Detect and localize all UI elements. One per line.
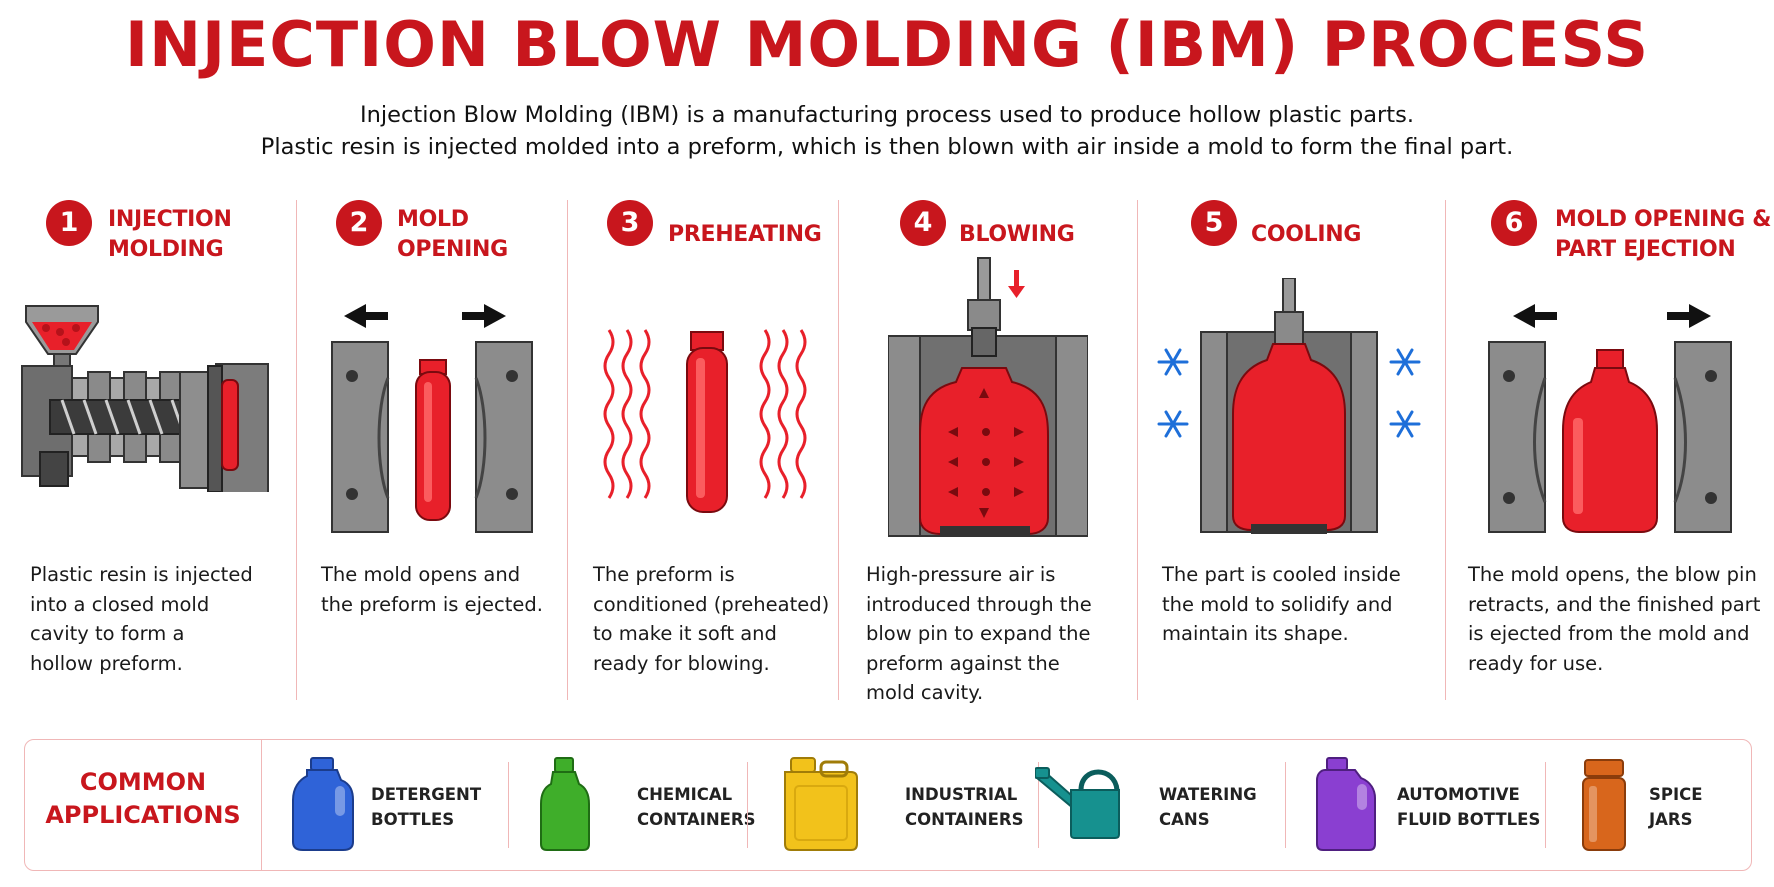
application-detergent-bottles: DETERGENT BOTTLES <box>291 740 531 870</box>
part-ejection-icon <box>1488 304 1732 533</box>
step-divider <box>838 200 839 700</box>
applications-header: COMMON APPLICATIONS <box>25 740 262 870</box>
application-label: SPICE JARS <box>1649 785 1703 829</box>
step-description: High-pressure air is introduced through … <box>866 563 1092 704</box>
step-name: MOLD OPENING <box>397 207 508 262</box>
step-divider <box>1137 200 1138 700</box>
step-name: COOLING <box>1251 222 1362 247</box>
application-divider <box>1038 762 1039 848</box>
heat-waves-icon <box>603 329 807 513</box>
step-mold-opening: 2 MOLD OPENING The mold opens and the pr… <box>296 200 567 700</box>
step-description: The part is cooled inside the mold to so… <box>1162 563 1401 645</box>
step-injection-molding: 1 INJECTION MOLDING Plastic resin is inj… <box>0 200 296 700</box>
step-number: 5 <box>1191 200 1237 246</box>
step-name: INJECTION MOLDING <box>108 207 232 262</box>
application-divider <box>747 762 748 848</box>
application-spice-jars: SPICE JARS <box>1579 740 1739 870</box>
application-automotive-fluid-bottles: AUTOMOTIVE FLUID BOTTLES <box>1315 740 1555 870</box>
application-divider <box>1285 762 1286 848</box>
step-name: PREHEATING <box>668 222 822 247</box>
step-preheating: 3 PREHEATING The preform is conditioned … <box>567 200 838 700</box>
application-divider <box>508 762 509 848</box>
application-watering-cans: WATERING CANS <box>1035 740 1295 870</box>
application-chemical-containers: CHEMICAL CONTAINERS <box>537 740 777 870</box>
fluid-bottle-icon <box>1316 757 1376 851</box>
common-applications-panel: COMMON APPLICATIONS DETERGENT BOTTLES CH… <box>24 739 1752 871</box>
spice-jar-icon <box>1582 759 1626 851</box>
blow-pin-icon <box>888 257 1088 537</box>
step-cooling: 5 COOLING The part is cooled inside the … <box>1137 200 1445 700</box>
application-label: CHEMICAL CONTAINERS <box>637 785 756 829</box>
step-divider <box>567 200 568 700</box>
step-name: MOLD OPENING & PART EJECTION <box>1555 207 1772 262</box>
application-label: INDUSTRIAL CONTAINERS <box>905 785 1024 829</box>
step-blowing: 4 BLOWING High-pressure air is introduce… <box>838 200 1137 704</box>
step-number: 3 <box>607 200 653 246</box>
mold-opening-icon <box>331 304 533 533</box>
step-divider <box>1445 200 1446 700</box>
step-description: The mold opens and the preform is ejecte… <box>321 563 543 616</box>
step-description: Plastic resin is injected into a closed … <box>30 563 253 675</box>
step-number: 4 <box>900 200 946 246</box>
application-label: DETERGENT BOTTLES <box>371 785 482 829</box>
page-title: INJECTION BLOW MOLDING (IBM) PROCESS <box>125 8 1649 81</box>
step-divider <box>296 200 297 700</box>
step-name: BLOWING <box>959 222 1075 247</box>
application-label: WATERING CANS <box>1159 785 1257 829</box>
snowflake-icon <box>1157 278 1421 534</box>
jerry-can-icon <box>784 757 858 851</box>
application-label: AUTOMOTIVE FLUID BOTTLES <box>1397 785 1541 829</box>
detergent-bottle-icon <box>292 757 354 851</box>
step-description: The mold opens, the blow pin retracts, a… <box>1468 563 1761 675</box>
intro-line-2: Plastic resin is injected molded into a … <box>260 134 1514 160</box>
step-number: 6 <box>1491 200 1537 246</box>
application-divider <box>1545 762 1546 848</box>
watering-can-icon <box>1035 767 1120 839</box>
step-description: The preform is conditioned (preheated) t… <box>593 563 830 675</box>
applications-title: COMMON APPLICATIONS <box>45 768 241 829</box>
chemical-bottle-icon <box>540 757 590 851</box>
step-part-ejection: 6 MOLD OPENING & PART EJECTION The mold … <box>1445 200 1774 700</box>
intro-line-1: Injection Blow Molding (IBM) is a manufa… <box>360 102 1414 128</box>
step-number: 2 <box>336 200 382 246</box>
injection-unit-icon <box>21 305 269 492</box>
application-industrial-containers: INDUSTRIAL CONTAINERS <box>781 740 1024 870</box>
step-number: 1 <box>46 200 92 246</box>
